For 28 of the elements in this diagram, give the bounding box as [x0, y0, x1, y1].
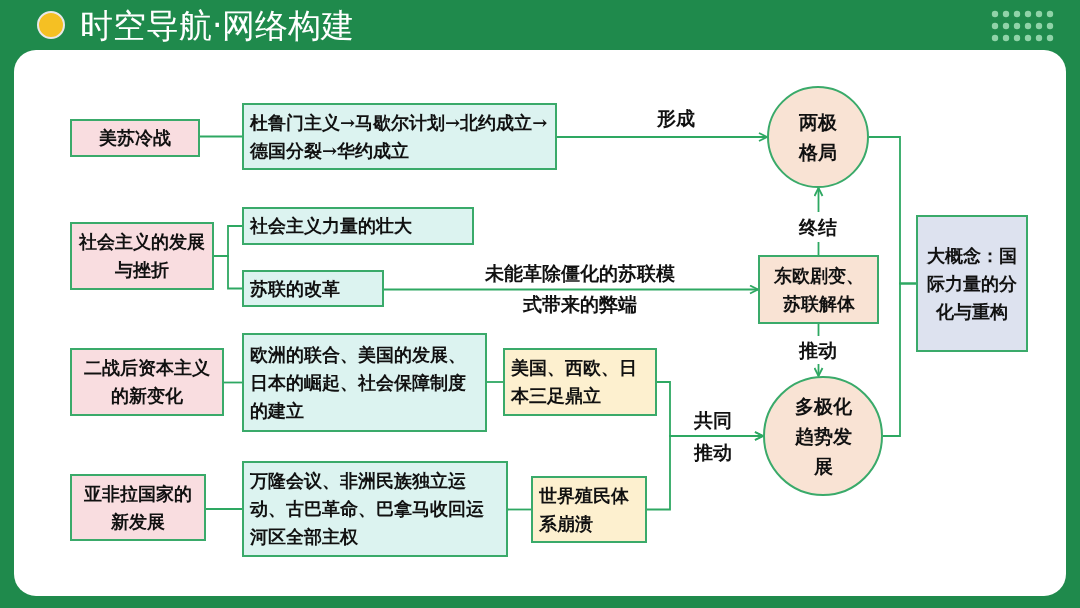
concept-box: 东欧剧变、苏联解体: [758, 255, 879, 324]
arrow: [646, 431, 764, 511]
concept-box: 美苏冷战: [70, 119, 200, 157]
concept-box: 二战后资本主义的新变化: [70, 348, 224, 416]
title: 时空导航·网络构建: [80, 5, 355, 47]
concept-box: 亚非拉国家的新发展: [70, 474, 206, 541]
connector-line: [507, 508, 532, 511]
node-text: 两极格局: [797, 110, 838, 165]
connector-line: [882, 282, 917, 437]
concept-box: 苏联的改革: [242, 270, 384, 307]
connector-line: [205, 508, 243, 510]
edge-label: 共同推动: [692, 408, 733, 465]
arrow: [556, 132, 768, 142]
concept-box: 社会主义的发展与挫折: [70, 222, 214, 290]
concept-box: 美国、西欧、日本三足鼎立: [503, 348, 657, 416]
connector-line: [199, 135, 243, 138]
edge-label: 未能革除僵化的苏联模式带来的弊端: [484, 261, 676, 317]
concept-box: 欧洲的联合、美国的发展、日本的崛起、社会保障制度的建立: [242, 333, 487, 432]
node-text: 多极化趋势发展: [793, 394, 853, 479]
concept-box: 杜鲁门主义→马歇尔计划→北约成立→德国分裂→华约成立: [242, 103, 557, 170]
edge-label: 形成: [656, 106, 696, 131]
concept-box: 大概念：国际力量的分化与重构: [916, 215, 1028, 352]
connector-line: [213, 255, 243, 290]
arrow: [383, 284, 759, 295]
connector-line: [486, 381, 504, 383]
concept-box: 世界殖民体系崩溃: [531, 476, 647, 543]
concept-box: 社会主义力量的壮大: [242, 207, 474, 245]
concept-box: 万隆会议、非洲民族独立运动、古巴革命、巴拿马收回运河区全部主权: [242, 461, 508, 557]
